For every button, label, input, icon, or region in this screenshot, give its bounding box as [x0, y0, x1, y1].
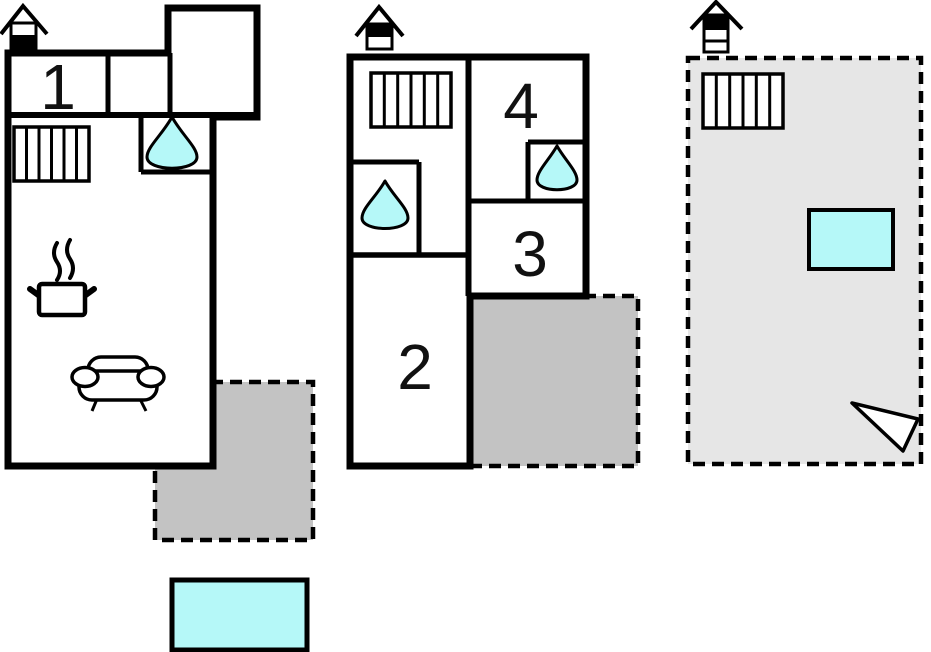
- house-level-icon-roof-terrace: [689, 0, 744, 54]
- first-floor-terrace-area: [467, 293, 641, 469]
- room-4-label: 4: [503, 70, 539, 142]
- stairs-icon: [369, 71, 453, 129]
- shower-drop-icon: [145, 115, 199, 170]
- house-level-icon-first-floor: [354, 3, 405, 51]
- pool-icon: [807, 208, 895, 271]
- ground-floor-terrace-area: [152, 379, 316, 543]
- stairs-icon: [701, 72, 785, 130]
- house-level-icon-ground-floor: [0, 2, 49, 50]
- stove-icon: [27, 238, 97, 318]
- stairs-icon: [12, 125, 91, 183]
- shower-drop-icon: [535, 144, 579, 192]
- steam-icon: [65, 238, 75, 280]
- first-floor-plan: 2 3 4: [346, 3, 641, 470]
- direction-arrow-icon: [850, 401, 920, 453]
- ground-floor-interior-walls: [8, 53, 257, 175]
- steam-icon: [52, 241, 62, 282]
- room-1-label: 1: [40, 51, 76, 123]
- first-floor-interior-walls: [350, 57, 586, 296]
- sofa-icon: [70, 355, 166, 412]
- room-3-label: 3: [512, 218, 548, 290]
- room-2-label: 2: [397, 331, 433, 403]
- shower-drop-icon: [360, 179, 410, 230]
- roof-terrace-plan: [685, 0, 924, 467]
- pool-legend-swatch: [169, 577, 310, 652]
- ground-floor-plan: 1: [0, 2, 316, 543]
